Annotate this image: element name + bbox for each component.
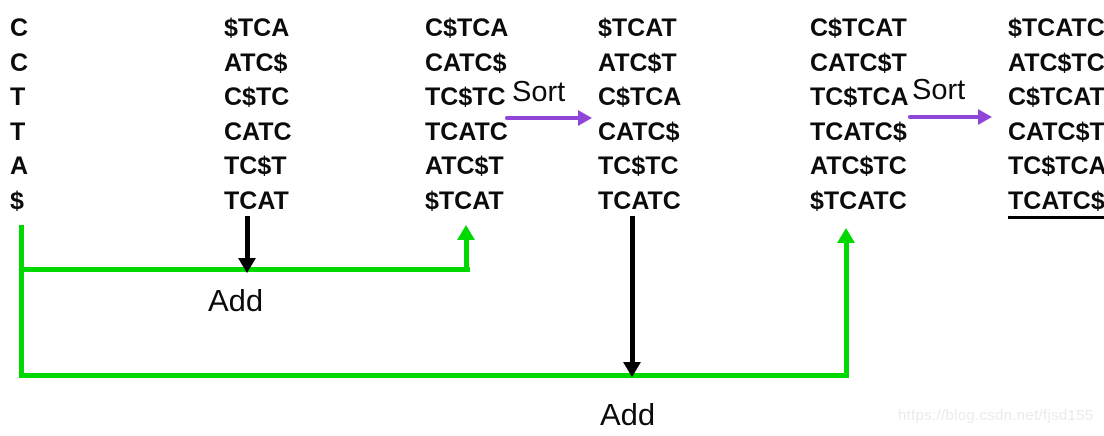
rotation-cell: ATC$TC (810, 152, 907, 180)
add-label: Add (208, 283, 264, 318)
rotation-cell: C$TCAT (1008, 83, 1104, 111)
rotation-cell: CATC$ (598, 117, 680, 146)
bracket2-up-arrow-head-icon (837, 228, 855, 243)
arrow-head (978, 109, 992, 125)
char-cell: C (10, 48, 29, 77)
watermark-text: https://blog.csdn.net/fjsd155 (898, 407, 1094, 424)
column-rotations-6-unsorted: C$TCAT CATC$T TC$TCA TCATC$ ATC$TC $TCAT… (810, 11, 909, 218)
rotation-cell: TCAT (224, 186, 289, 215)
rotation-cell: TCATC (598, 186, 681, 215)
arrow-shaft (908, 115, 981, 119)
char-cell: T (10, 117, 26, 146)
char-cell: A (10, 152, 29, 180)
final-string-text: TCATC$ (1008, 186, 1104, 219)
column-first-chars: C C T T A $ (10, 11, 28, 218)
sort-label: Sort (912, 74, 966, 106)
bracket1-up-arrow-head-icon (457, 225, 475, 240)
char-cell: T (10, 83, 26, 111)
rotation-cell: TC$T (224, 152, 287, 180)
column-rotations-5-unsorted: C$TCA CATC$ TC$TC TCATC ATC$T $TCAT (425, 11, 508, 218)
rotation-cell: CATC$ (425, 48, 507, 77)
column-rotations-6-sorted: $TCATC ATC$TC C$TCAT CATC$T TC$TCA TCATC… (1008, 11, 1104, 219)
rotation-cell: TCATC (425, 117, 508, 146)
bracket1-up-arrow-shaft (464, 238, 469, 272)
column-rotations-5-sorted: $TCAT ATC$T C$TCA CATC$ TC$TC TCATC (598, 11, 681, 218)
arrow-head (623, 362, 641, 377)
arrow-shaft (630, 216, 635, 364)
rotation-cell: C$TCA (598, 83, 682, 111)
char-cell: $ (10, 186, 24, 215)
rotation-cell: TC$TC (598, 152, 679, 180)
arrow-head (578, 110, 592, 126)
rotation-cell: ATC$T (598, 48, 677, 77)
bracket2-horizontal-line (19, 373, 849, 378)
arrow-head (238, 258, 256, 273)
rotation-cell: TC$TCA (810, 83, 909, 111)
rotation-cell: ATC$ (224, 48, 288, 77)
rotation-cell: C$TCAT (810, 14, 907, 42)
rotation-cell: CATC$T (810, 48, 907, 77)
rotation-cell: CATC (224, 117, 292, 146)
rotation-cell: $TCATC (1008, 14, 1104, 42)
bracket2-up-arrow-shaft (844, 242, 849, 376)
column-rotations-4-sorted: $TCA ATC$ C$TC CATC TC$T TCAT (224, 11, 292, 218)
rotation-cell: $TCATC (810, 186, 907, 215)
arrow-shaft (505, 116, 581, 120)
sort-label: Sort (512, 76, 566, 108)
rotation-cell: C$TC (224, 83, 290, 111)
rotation-cell: $TCAT (425, 186, 504, 215)
rotation-cell: ATC$TC (1008, 48, 1104, 77)
rotation-cell: ATC$T (425, 152, 504, 180)
rotation-cell: TCATC$ (810, 117, 907, 146)
final-string-cell: TCATC$ (1008, 184, 1104, 219)
bracket-vertical-line (19, 225, 24, 378)
rotation-cell: CATC$T (1008, 117, 1104, 146)
add-label: Add (600, 397, 656, 432)
arrow-shaft (245, 216, 250, 260)
char-cell: C (10, 14, 29, 42)
rotation-cell: $TCA (224, 14, 290, 42)
rotation-cell: TC$TCA (1008, 152, 1104, 180)
rotation-cell: TC$TC (425, 83, 506, 111)
rotation-cell: C$TCA (425, 14, 509, 42)
rotation-cell: $TCAT (598, 14, 677, 42)
